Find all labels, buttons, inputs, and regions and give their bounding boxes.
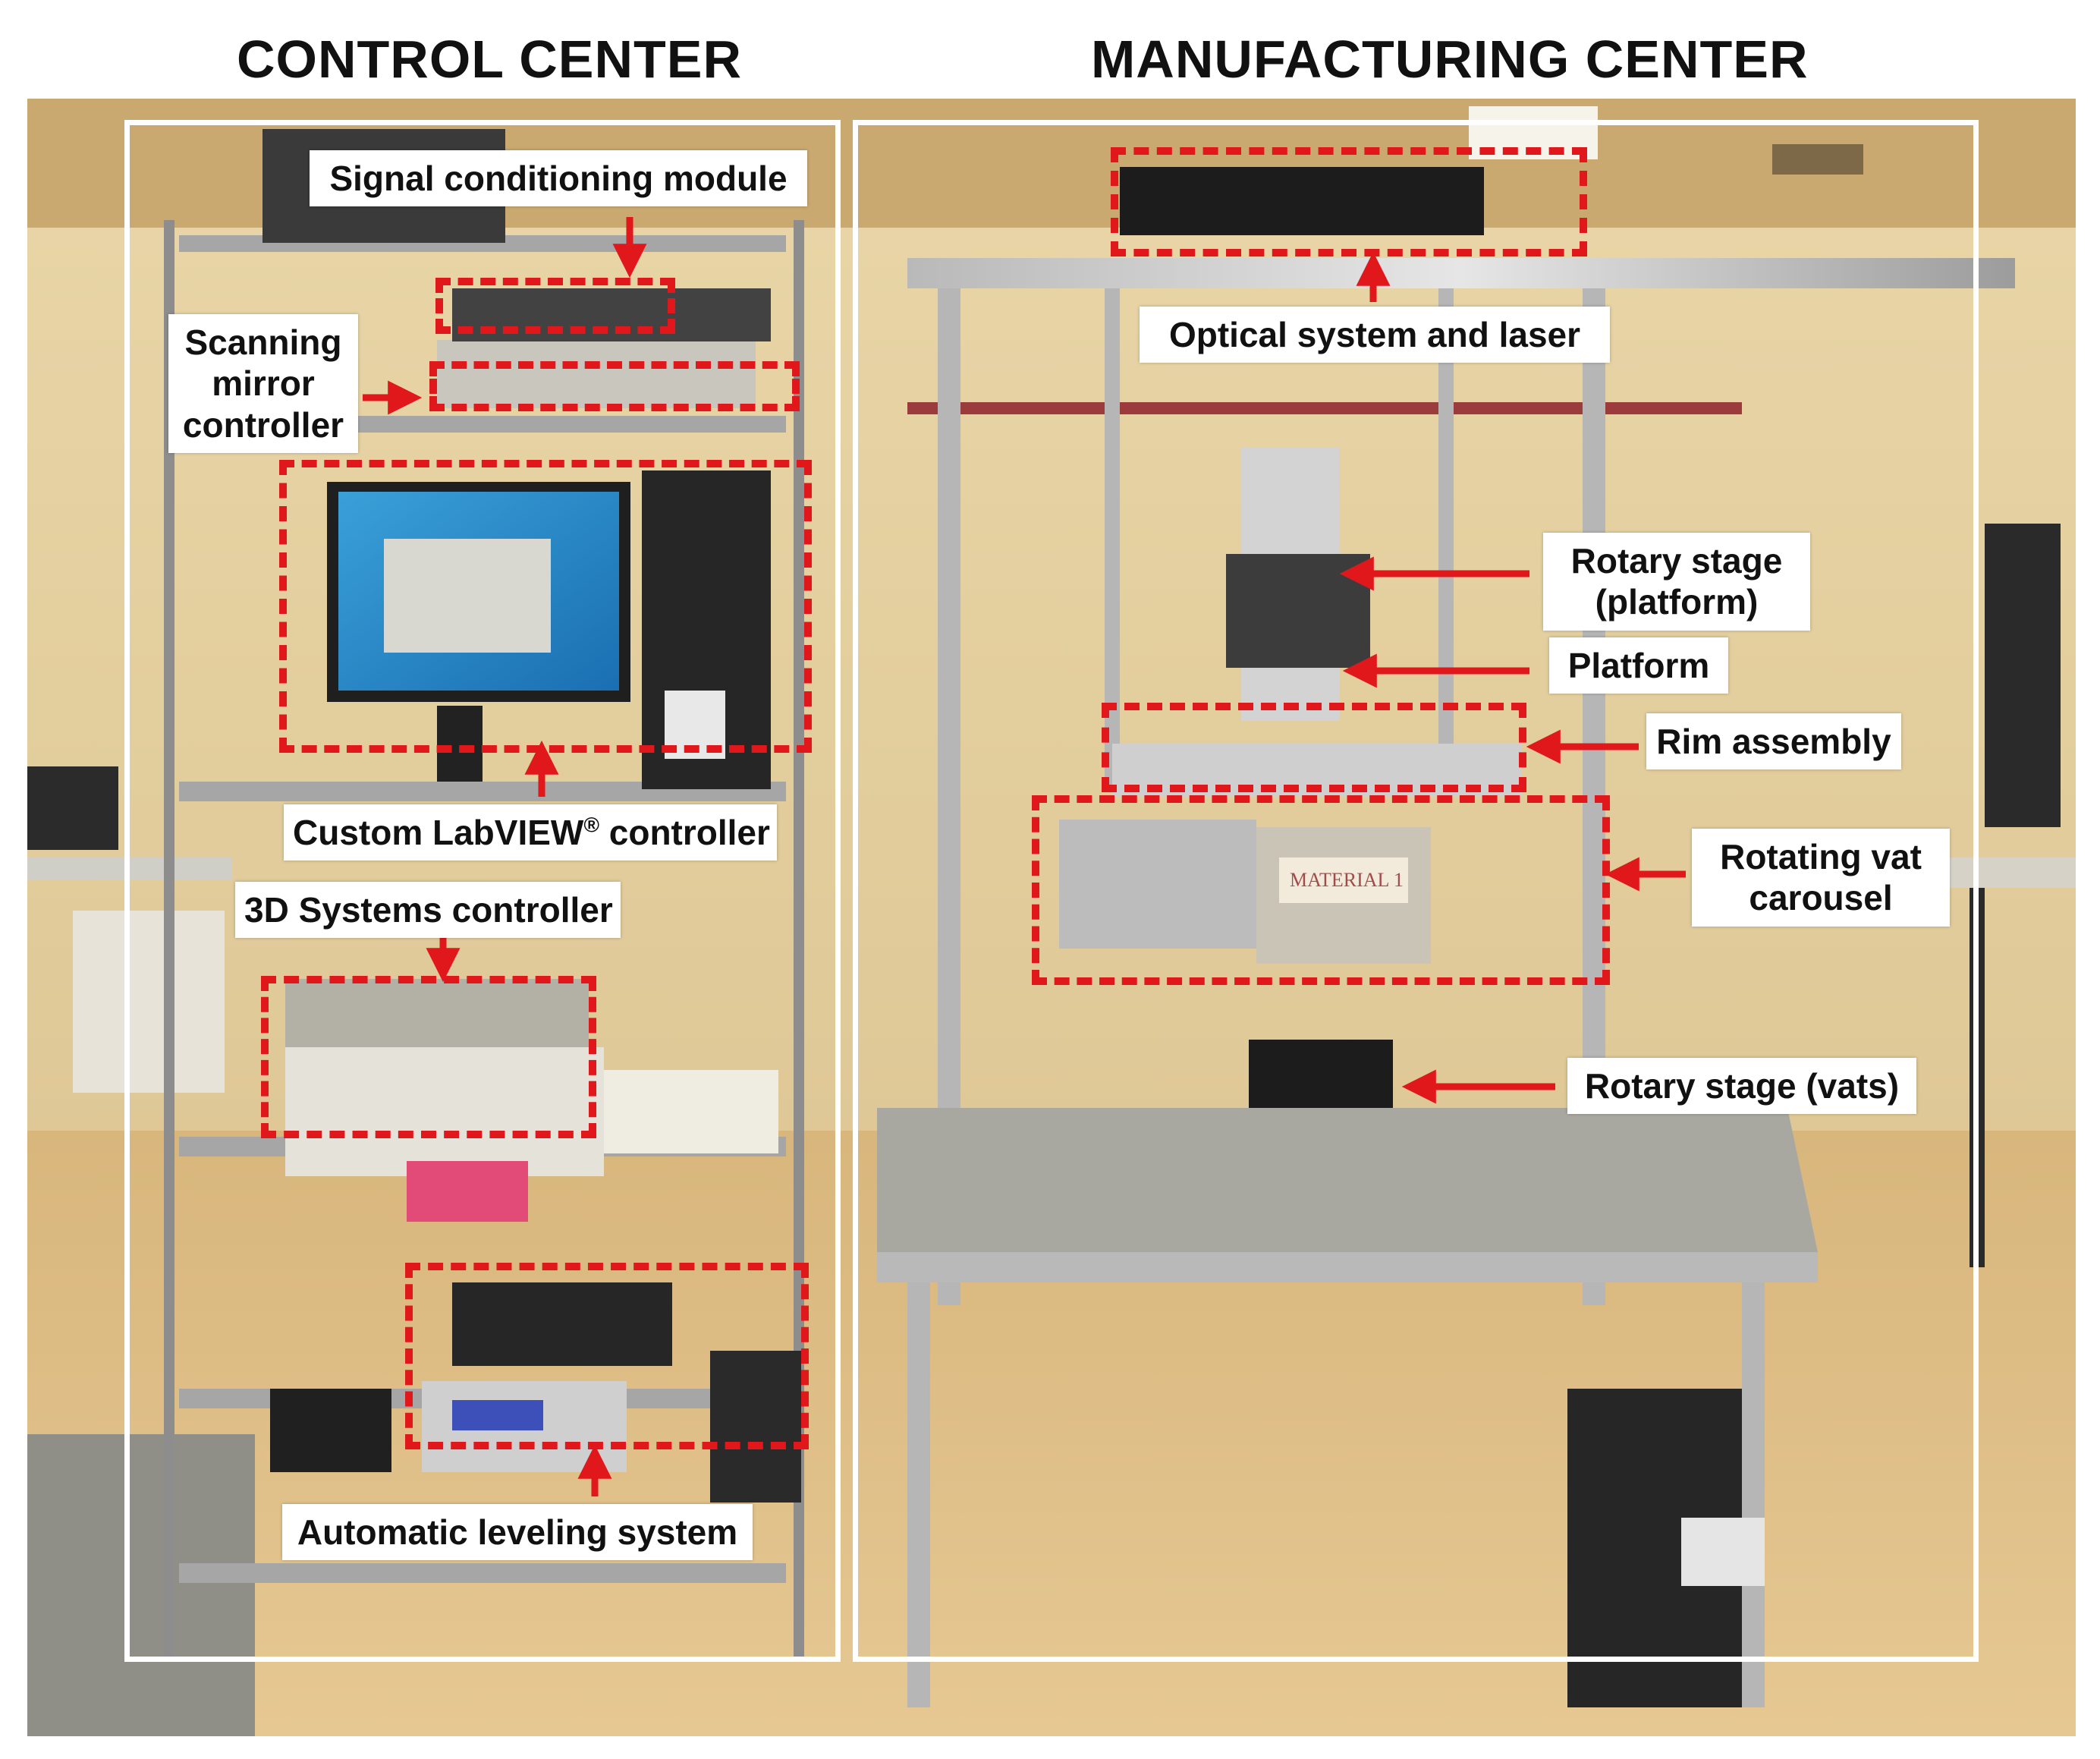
labview-suffix: controller	[599, 813, 770, 852]
rim-assembly-label: Rim assembly	[1646, 713, 1901, 770]
labview-registered-mark: ®	[583, 813, 599, 837]
signal-conditioning-label: Signal conditioning module	[310, 150, 807, 207]
rotary-platform-line2: (platform)	[1595, 582, 1759, 622]
rotary-platform-line1: Rotary stage	[1570, 541, 1783, 581]
manufacturing-center-heading: MANUFACTURING CENTER	[1091, 30, 1809, 89]
rotary-stage-platform-label: Rotary stage (platform)	[1543, 533, 1810, 631]
3d-systems-controller-label: 3D Systems controller	[235, 882, 621, 939]
scanning-mirror-label: Scanning mirror controller	[168, 314, 358, 453]
rotating-vat-line2: carousel	[1749, 878, 1893, 918]
automatic-leveling-label: Automatic leveling system	[282, 1504, 753, 1561]
scanning-mirror-line2: mirror	[212, 363, 315, 404]
rotating-vat-line1: Rotating vat	[1720, 837, 1922, 876]
signal-conditioning-box	[435, 278, 675, 334]
labview-controller-label: Custom LabVIEW® controller	[284, 804, 777, 861]
labview-text: Custom LabVIEW	[293, 813, 584, 852]
control-center-frame	[124, 120, 841, 1662]
manufacturing-center-frame	[853, 120, 1979, 1662]
scanning-mirror-line3: controller	[182, 404, 344, 445]
rotary-stage-vats-label: Rotary stage (vats)	[1567, 1058, 1916, 1115]
optical-system-box	[1111, 147, 1587, 256]
optical-system-label: Optical system and laser	[1140, 307, 1610, 363]
scanning-mirror-box	[429, 361, 800, 411]
rim-assembly-box	[1102, 703, 1526, 792]
rotating-vat-carousel-label: Rotating vat carousel	[1692, 829, 1950, 927]
control-center-heading: CONTROL CENTER	[237, 30, 743, 89]
platform-label: Platform	[1549, 637, 1728, 694]
scanning-mirror-line1: Scanning	[184, 323, 342, 362]
material-sign: MATERIAL 1	[1290, 869, 1404, 891]
